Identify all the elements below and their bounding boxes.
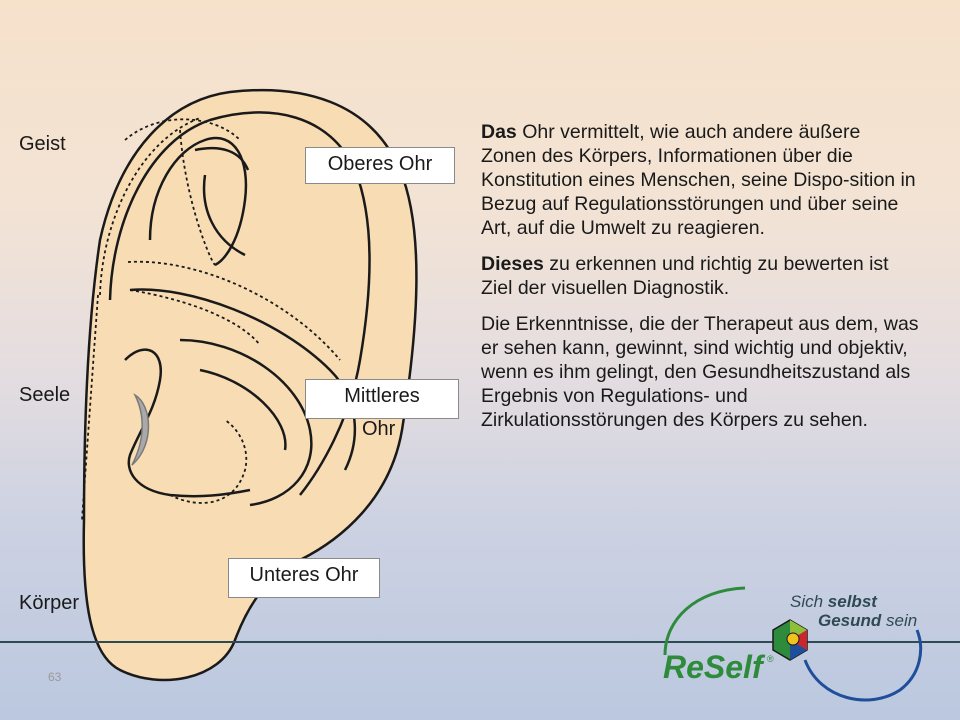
zone-dotted-mid2 [129, 289, 261, 346]
paragraph-1-lead: Das [481, 121, 517, 143]
ear-canal-shade [131, 393, 150, 466]
logo-registered: ® [767, 654, 774, 664]
logo-brand: ReSelf [663, 649, 766, 685]
paragraph-2-lead: Dieses [481, 253, 544, 275]
zone-label-geist: Geist [19, 133, 66, 155]
paragraph-3: Die Erkenntnisse, die der Therapeut aus … [481, 312, 921, 432]
paragraph-2-rest: zu erkennen und richtig zu bewerten ist … [481, 253, 889, 299]
label-mittleres-ohr: Mittleres [305, 379, 459, 419]
logo-tagline-2: Gesund sein [818, 611, 917, 630]
paragraph-2: Dieses zu erkennen und richtig zu bewert… [481, 252, 921, 300]
label-oberes-ohr: Oberes Ohr [305, 147, 455, 184]
zone-dotted-top [124, 118, 241, 141]
concha-line-1 [129, 288, 356, 471]
label-unteres-ohr: Unteres Ohr [228, 558, 380, 598]
label-unteres-ohr-text: Unteres Ohr [249, 564, 359, 586]
ear-outline [82, 88, 418, 682]
antihelix-upper [148, 136, 248, 267]
zone-dotted-lobe [169, 419, 248, 504]
label-mittleres-ohr-line2: Ohr [362, 418, 396, 440]
body-text: Das Ohr vermittelt, wie auch andere äuße… [481, 120, 921, 444]
triangular-fossa [194, 146, 250, 171]
logo-tagline-1b: selbst [828, 592, 878, 611]
footer-divider [0, 641, 960, 643]
zone-label-seele: Seele [19, 384, 71, 406]
logo-tagline-2b: sein [886, 611, 917, 630]
paragraph-3-rest: Die Erkenntnisse, die der Therapeut aus … [481, 313, 919, 431]
paragraph-1-rest: Ohr vermittelt, wie auch andere äußere Z… [481, 121, 916, 239]
logo-tagline-2a: Gesund [818, 611, 886, 630]
logo-arc-blue [803, 629, 923, 702]
label-mittleres-ohr-text: Mittleres [344, 385, 420, 407]
reself-logo: ReSelf ® Sich selbst Gesund sein [663, 586, 923, 702]
paragraph-1: Das Ohr vermittelt, wie auch andere äuße… [481, 120, 921, 240]
concha-line-3 [199, 368, 287, 451]
tragus [124, 348, 251, 498]
ear-illustration [81, 88, 418, 682]
logo-hexagon-icon [772, 619, 808, 661]
logo-tagline-1: Sich selbst [790, 592, 878, 611]
logo-arc-green [663, 586, 746, 656]
zone-label-koerper: Körper [19, 592, 80, 614]
zone-dotted-mid [127, 260, 341, 361]
concha-line-2 [179, 338, 313, 507]
page-number: 63 [48, 670, 62, 684]
label-oberes-ohr-text: Oberes Ohr [327, 153, 433, 175]
antihelix-curve [202, 174, 246, 257]
logo-tagline-1a: Sich [790, 592, 828, 611]
zone-dotted-side [81, 294, 99, 521]
